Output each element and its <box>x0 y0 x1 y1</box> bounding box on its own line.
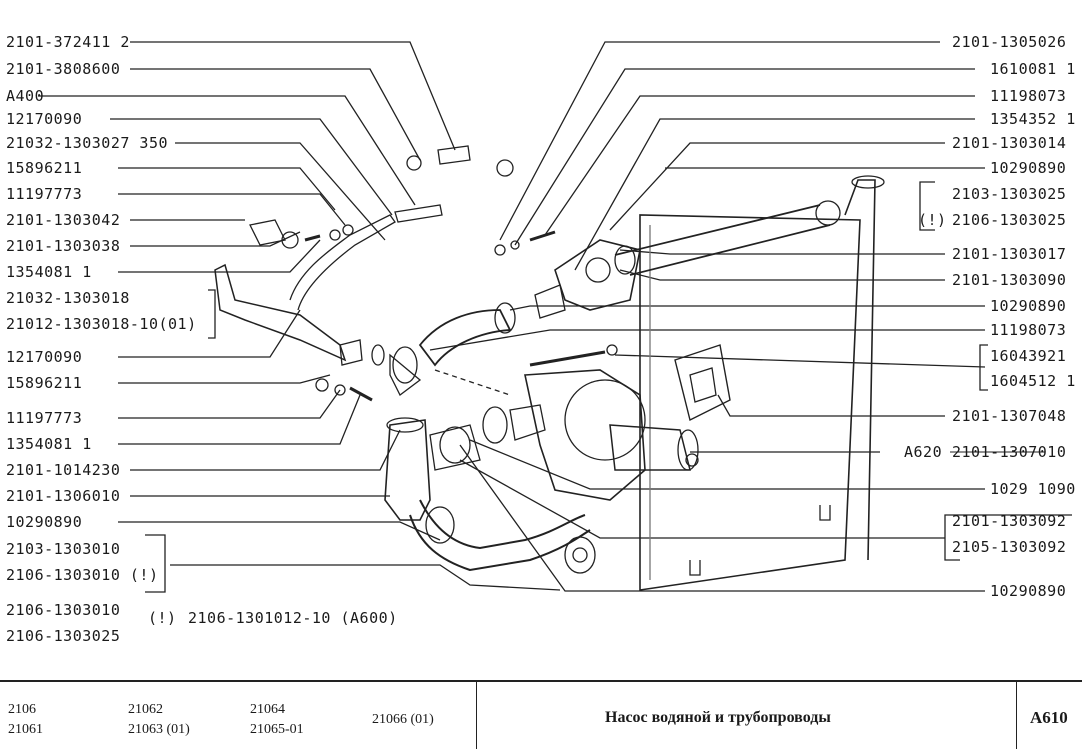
catalog-footer: 2106 21061 21062 21063 (01) 21064 21065-… <box>0 680 1082 749</box>
part-label: 2106-1303025 <box>6 627 121 645</box>
part-label: 11197773 <box>6 409 83 427</box>
part-label: 2101-1307048 <box>952 407 1067 425</box>
part-label: 15896211 <box>6 159 83 177</box>
part-label: 2101-1305026 <box>952 33 1067 51</box>
model-label: 21065-01 <box>250 722 304 737</box>
part-label: 1354352 1 <box>990 110 1076 128</box>
part-label: 2103-1303025 <box>952 185 1067 203</box>
part-label: А620 <box>904 443 943 461</box>
part-label: 10290890 <box>990 159 1067 177</box>
part-label: 12170090 <box>6 348 83 366</box>
model-label: 2106 <box>8 702 36 717</box>
part-label: 10290890 <box>990 582 1067 600</box>
part-label: 2101-1306010 <box>6 487 121 505</box>
model-label: 21063 (01) <box>128 722 190 737</box>
part-label: (!) <box>148 609 177 627</box>
model-label: 21066 (01) <box>372 712 434 727</box>
part-label: 2101-372411 2 <box>6 33 130 51</box>
part-label: 1604512 1 <box>990 372 1076 390</box>
part-label: А400 <box>6 87 45 105</box>
model-label: 21062 <box>128 702 163 717</box>
leader-line <box>130 68 421 161</box>
part-label: 2101-1307010 <box>952 443 1067 461</box>
part-label: 12170090 <box>6 110 83 128</box>
part-label: (!) <box>918 211 947 229</box>
parts-drawing <box>38 41 1072 593</box>
part-label: 2101-1303092 <box>952 512 1067 530</box>
part-label: 21032-1303027 350 <box>6 134 169 152</box>
part-label: 2106-1303010 (!) <box>6 566 159 584</box>
page-title: Насос водяной и трубопроводы <box>605 709 831 726</box>
part-label: 2106-1303010 <box>6 601 121 619</box>
part-label: 10290890 <box>990 297 1067 315</box>
part-label: 10290890 <box>6 513 83 531</box>
part-label: 21012-1303018-10(01) <box>6 315 197 333</box>
footer-divider <box>1016 682 1017 749</box>
part-label: 2101-1303090 <box>952 271 1067 289</box>
part-label: 21032-1303018 <box>6 289 130 307</box>
part-label: 11198073 <box>990 321 1067 339</box>
part-label: 1029 1090 <box>990 480 1076 498</box>
part-label: 1354081 1 <box>6 435 92 453</box>
part-label: 2101-1303042 <box>6 211 121 229</box>
leader-line <box>130 41 456 151</box>
part-label: 15896211 <box>6 374 83 392</box>
part-label: 16043921 <box>990 347 1067 365</box>
part-label: 2103-1303010 <box>6 540 121 558</box>
part-label: 2106-1303025 <box>952 211 1067 229</box>
part-label: 1354081 1 <box>6 263 92 281</box>
part-label: 2105-1303092 <box>952 538 1067 556</box>
part-label: 2101-1303017 <box>952 245 1067 263</box>
page-code: А610 <box>1030 708 1068 727</box>
model-label: 21064 <box>250 702 285 717</box>
footer-divider <box>476 682 477 749</box>
part-label: 2101-1014230 <box>6 461 121 479</box>
part-label: 2101-3808600 <box>6 60 121 78</box>
part-label: 11198073 <box>990 87 1067 105</box>
model-label: 21061 <box>8 722 43 737</box>
part-label: 2101-1303014 <box>952 134 1067 152</box>
exploded-diagram: 2101-372411 2 2101-3808600 А400 12170090… <box>6 33 1076 645</box>
part-label: 11197773 <box>6 185 83 203</box>
part-label: 2106-1301012-10 (А600) <box>188 609 398 627</box>
part-label: 2101-1303038 <box>6 237 121 255</box>
part-label: 1610081 1 <box>990 60 1076 78</box>
